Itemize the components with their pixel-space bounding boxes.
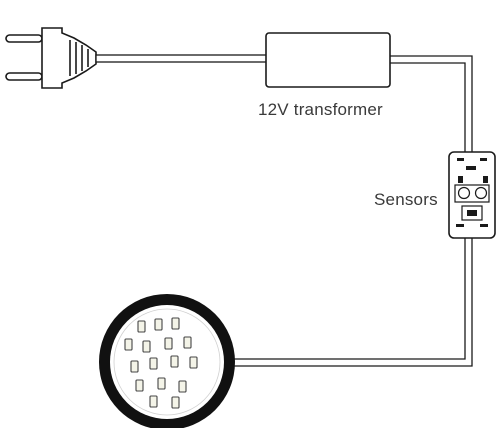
led-puck-light xyxy=(99,294,235,428)
led-chips xyxy=(124,317,198,409)
plug-icon xyxy=(5,27,97,89)
wire-plug-to-transformer xyxy=(95,54,269,63)
sensor-module xyxy=(448,151,496,239)
transformer-label: 12V transformer xyxy=(258,100,383,119)
wire-transformer-to-sensor xyxy=(390,55,473,154)
sensors-label: Sensors xyxy=(374,190,438,209)
wire-sensor-to-light xyxy=(233,238,473,367)
transformer-box xyxy=(265,32,391,88)
